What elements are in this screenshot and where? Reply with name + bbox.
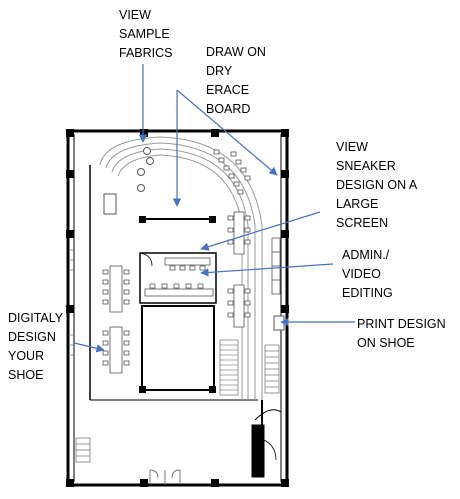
label-line: ERACE bbox=[206, 83, 249, 97]
lower-right-structure bbox=[251, 400, 282, 478]
arrow-screen bbox=[200, 211, 321, 251]
central-room bbox=[141, 305, 215, 391]
annotation-view-sample-fabrics: VIEW SAMPLE FABRICS bbox=[119, 8, 173, 60]
label-line: DESIGN bbox=[8, 330, 56, 344]
wall-screen-panel bbox=[271, 237, 281, 295]
label-line: PRINT DESIGN bbox=[357, 317, 446, 331]
left-work-tables bbox=[102, 265, 130, 374]
curve-seats bbox=[213, 149, 251, 195]
label-line: ON SHOE bbox=[357, 336, 415, 350]
arrow-digital bbox=[73, 342, 105, 353]
label-line: DIGITALY bbox=[8, 311, 64, 325]
annotation-print-design: PRINT DESIGN ON SHOE bbox=[357, 317, 446, 350]
label-line: ADMIN./ bbox=[342, 248, 390, 262]
label-line: VIEW bbox=[336, 140, 368, 154]
annotation-view-sneaker-design: VIEW SNEAKER DESIGN ON A LARGE SCREEN bbox=[336, 140, 418, 230]
floor-plan bbox=[66, 129, 289, 487]
arrow-admin bbox=[200, 263, 334, 277]
arrow-track bbox=[176, 89, 278, 176]
label-line: DRAW ON bbox=[206, 45, 266, 59]
stairs-bottom-left bbox=[75, 437, 91, 463]
label-line: DESIGN ON A bbox=[336, 178, 418, 192]
annotation-draw-on-board: DRAW ON DRY ERACE BOARD bbox=[206, 45, 266, 116]
label-line: YOUR bbox=[8, 349, 44, 363]
label-line: SNEAKER bbox=[336, 159, 396, 173]
stairs-center bbox=[219, 339, 239, 396]
fabric-sample-circles bbox=[137, 147, 154, 192]
printer bbox=[273, 315, 285, 331]
annotation-arrows bbox=[73, 64, 355, 353]
admin-desks bbox=[144, 257, 214, 297]
label-line: BOARD bbox=[206, 102, 250, 116]
label-line: SAMPLE bbox=[119, 27, 170, 41]
admin-room bbox=[139, 252, 217, 304]
label-line: DRY bbox=[206, 64, 233, 78]
label-line: VIEW bbox=[119, 8, 151, 22]
label-line: FABRICS bbox=[119, 46, 173, 60]
cabinet bbox=[103, 193, 117, 215]
label-line: LARGE bbox=[336, 197, 378, 211]
label-line: VIDEO bbox=[342, 267, 381, 281]
stairs-right bbox=[264, 344, 280, 394]
label-line: EDITING bbox=[342, 286, 393, 300]
annotation-digitaly-design: DIGITALY DESIGN YOUR SHOE bbox=[8, 311, 64, 382]
annotation-admin-video-editing: ADMIN./ VIDEO EDITING bbox=[342, 248, 393, 300]
entrance-doors bbox=[149, 469, 181, 485]
label-line: SCREEN bbox=[336, 216, 388, 230]
left-wall-windows bbox=[68, 249, 74, 356]
right-work-tables bbox=[227, 211, 251, 328]
label-line: SHOE bbox=[8, 368, 43, 382]
